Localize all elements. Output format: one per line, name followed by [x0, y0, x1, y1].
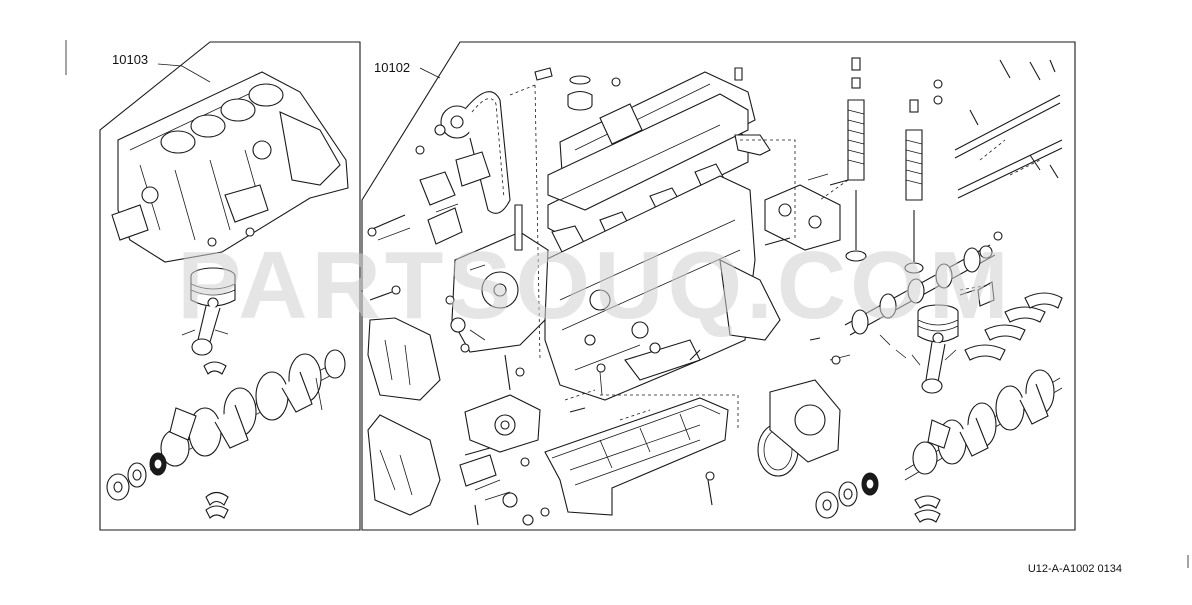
engine-block-illustration	[544, 175, 781, 401]
piston-conrod-illustration	[181, 267, 236, 375]
front-cover-illustration	[367, 317, 441, 516]
callout-10103: 10103	[112, 52, 148, 67]
bearing-shells-illustration	[879, 292, 1063, 523]
assembly-guide-lines	[509, 84, 991, 430]
rear-seal-illustration	[757, 354, 851, 477]
engine-assembly-panel-frame	[361, 41, 1076, 531]
rocker-shaft-illustration	[954, 59, 1063, 199]
leader-line	[419, 67, 441, 79]
camshaft-illustration	[844, 231, 1003, 336]
piston-conrod-right-illustration	[911, 304, 959, 394]
drawing-code: U12-A-A1002 0134	[1028, 563, 1122, 575]
engine-assembly-panel[interactable]: 10102	[361, 41, 1076, 531]
short-block-panel[interactable]: 10103	[99, 41, 361, 531]
watermark: PARTSOUQ.COM	[177, 232, 1013, 339]
short-block-panel-frame	[99, 41, 361, 531]
manifold-gasket-illustration	[764, 173, 849, 251]
crank-sprockets-right-illustration	[815, 472, 879, 519]
crankshaft-illustration	[149, 349, 346, 471]
timing-chain-illustration	[415, 91, 511, 214]
oil-pan-illustration	[544, 363, 729, 516]
crank-sprockets-illustration	[106, 452, 229, 519]
timing-cover-illustration	[450, 231, 549, 353]
valve-train-illustration	[845, 57, 943, 274]
oil-pump-illustration	[367, 171, 523, 251]
leader-line	[157, 63, 211, 83]
bolts-hardware-illustration	[369, 67, 976, 506]
water-pump-illustration	[459, 394, 550, 526]
crankshaft-right-illustration	[904, 369, 1063, 481]
cylinder-block-illustration	[111, 71, 349, 263]
callout-10102: 10102	[374, 60, 410, 75]
